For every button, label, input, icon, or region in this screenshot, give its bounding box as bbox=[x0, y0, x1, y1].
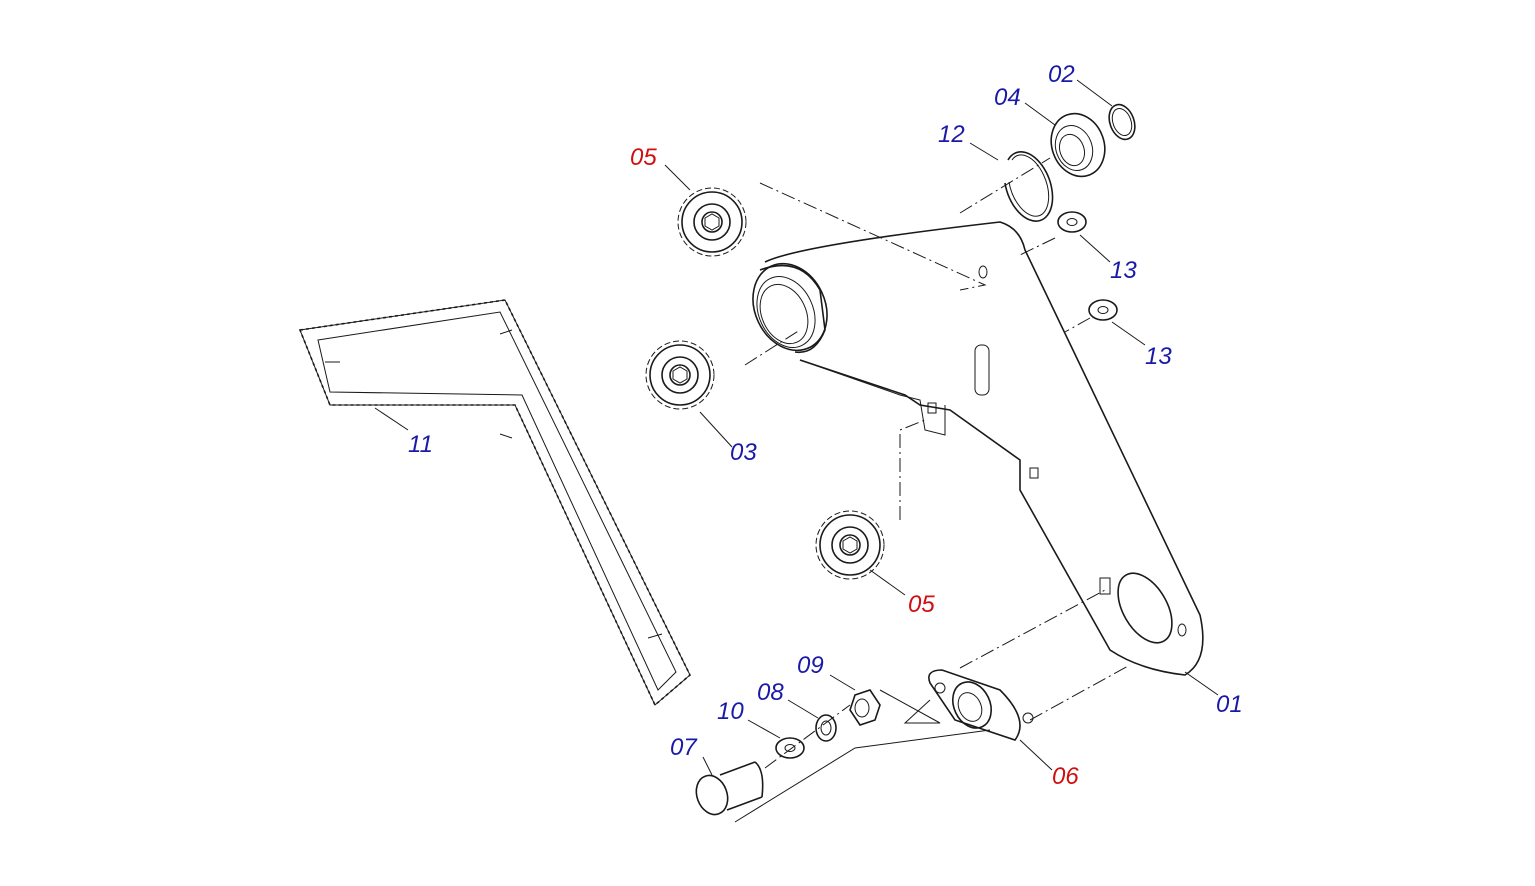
callout-06: 06 bbox=[1052, 763, 1079, 790]
washer-10 bbox=[775, 737, 805, 759]
circlip-02 bbox=[1108, 103, 1136, 141]
callout-11: 11 bbox=[408, 431, 433, 458]
callout-02: 02 bbox=[1048, 61, 1075, 88]
assembly-centerlines bbox=[734, 157, 1131, 823]
sprocket-05-top bbox=[677, 187, 747, 257]
callout-03: 03 bbox=[730, 439, 757, 466]
support-plate bbox=[764, 221, 1204, 676]
callout-07: 07 bbox=[670, 734, 698, 761]
callout-01: 01 bbox=[1216, 691, 1243, 718]
sprocket-03 bbox=[645, 340, 715, 410]
sprocket-05-bottom bbox=[815, 510, 885, 580]
callout-05-top: 05 bbox=[630, 144, 657, 171]
bolt-07 bbox=[695, 761, 764, 816]
callout-13-bottom: 13 bbox=[1145, 343, 1172, 370]
callout-04: 04 bbox=[994, 84, 1021, 111]
callout-08: 08 bbox=[757, 679, 784, 706]
leader-lines bbox=[374, 79, 1219, 776]
nut-09 bbox=[849, 689, 881, 726]
bearing-housing bbox=[752, 262, 828, 354]
callout-12: 12 bbox=[938, 121, 965, 148]
callout-13-top: 13 bbox=[1110, 257, 1137, 284]
washer-13-bottom bbox=[1088, 299, 1118, 321]
washer-13-top bbox=[1057, 211, 1087, 233]
ball-bearing bbox=[1050, 112, 1106, 178]
callout-05-bottom: 05 bbox=[908, 591, 935, 618]
roller-chain bbox=[298, 299, 691, 707]
circlip-12 bbox=[1004, 151, 1054, 222]
callout-09: 09 bbox=[797, 652, 824, 679]
flange-bearing bbox=[928, 669, 1034, 741]
lock-washer-08 bbox=[815, 714, 837, 742]
callout-10: 10 bbox=[717, 698, 744, 725]
